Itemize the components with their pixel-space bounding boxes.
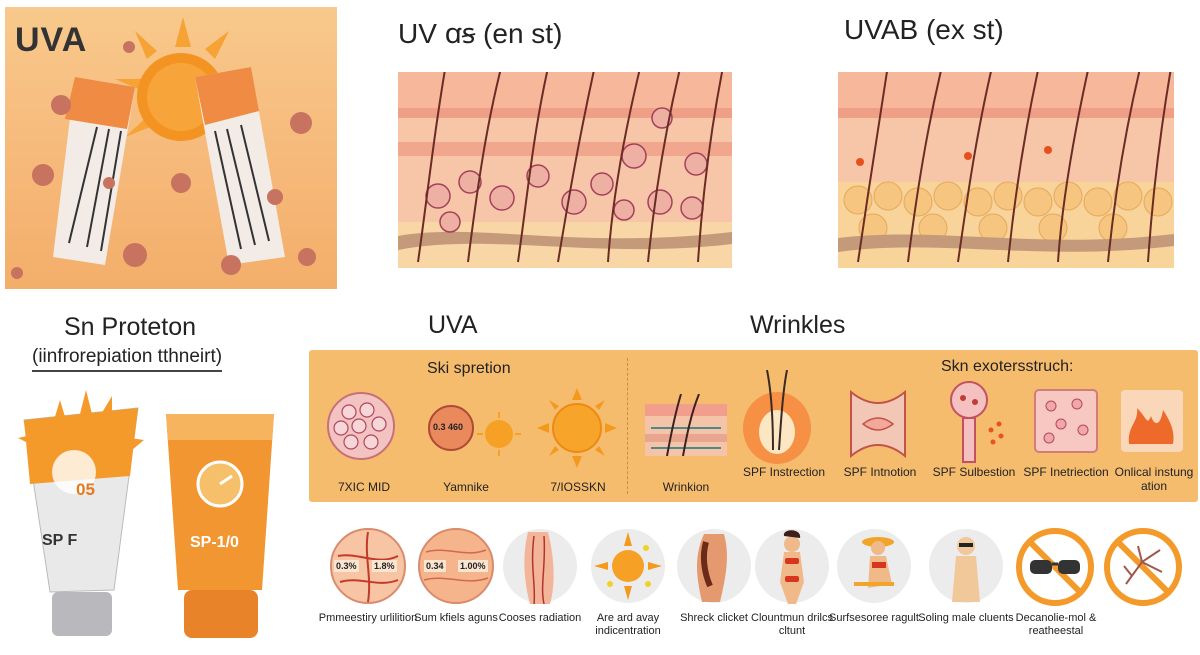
damaged-tissue-icon [850,389,906,459]
uva-panel: UVA [5,7,337,289]
cells-circle-icon [327,392,395,460]
band-divider [627,358,628,494]
sunburst-splash-icon [591,529,665,603]
band-item-label-7: SPF Sulbestion [932,465,1016,479]
no-sunglasses-icon [1016,528,1094,606]
bottom-label-2: Sum kfiels aguns [414,612,498,624]
skin-cells-square-icon [1034,389,1098,453]
band-item-label-3: 7/IOSSKN [550,480,606,494]
bottom-label-1: Pmmeestiry urlilition [318,612,418,624]
skin-layer-circle-icon [330,528,406,604]
uvab-panel-title: UVAB (ex st) [844,14,1004,45]
band-item-label-1: 7XIC MID [337,480,390,494]
wrinkles-heading: Wrinkles [750,311,846,339]
band-item-label-9: Onlical instung ation [1114,465,1194,493]
uva-panel-title: UVA [15,21,88,59]
uvab-skin-panel [838,41,1174,268]
band-left-label: Ski spretion [427,360,511,377]
skin-layers-icon [645,394,727,457]
band-item-label-2: Yamnike [443,480,489,494]
leg-icon [677,529,751,603]
sunscreen-tube-illustration [18,390,274,638]
sun-icon-2 [537,388,617,468]
skin-cross-section-illustration [398,41,732,268]
damaged-cell-sun-icon [428,405,521,456]
skin-cross-section-illustration-2 [838,41,1174,268]
band-item-label-5: SPF Instrection [742,465,826,479]
band-item-label-4: Wrinkion [662,480,710,494]
hair-follicle-glow-icon [743,370,811,464]
band-right-label: Skn exotersstruch: [941,358,1074,375]
bottom-label-4: Are ard avay indicentration [595,612,661,637]
band-item-label-8: SPF Inetriection [1023,465,1109,479]
follicle-cell-icon [950,381,1004,463]
skin-texture-circle-icon [418,528,494,604]
bottom-label-6: Clountmun drilcs cltunt [751,612,833,637]
no-sunburn-icon [1104,528,1182,606]
bottom-label-9: Decanolie-mol & reatheestal [1015,612,1097,637]
sunbathing-woman-icon [837,529,911,603]
uva-heading: UVA [428,311,478,339]
protection-subtitle: (iinfrorepiation tthneirt) [32,346,223,372]
uvb-skin-panel [398,41,732,268]
woman-bikini-icon [755,529,829,604]
bottom-label-8: Soling male cluents [918,612,1014,624]
band-chip-text: 0.3 460 [433,422,464,432]
protection-title: Sn Proteton [64,313,197,341]
bottom-row: 0.3% 1.8% 0.34 1.00% [312,520,1200,654]
leg-veins-icon [503,529,577,605]
uvb-panel-title: UV ꭤꞩ (en st) [398,18,563,49]
tube2-label: SP-1/0 [190,534,239,551]
bottom-label-3: Cooses radiation [498,612,582,624]
band-item-label-6: SPF Intnotion [843,465,917,479]
flame-icon [1121,390,1183,452]
info-band: Ski spretion Skn exotersstruch: 0.3 460 [309,350,1198,502]
uva-illustration [11,17,316,279]
chip-2b: 1.00% [458,560,488,572]
woman-sunglasses-icon [929,529,1003,603]
sunscreen-tubes: 05 SP F SP-1/0 [0,380,300,650]
chip-2a: 0.34 [424,560,446,572]
bottom-label-7: Surfsesoree ragult [829,612,919,624]
bottom-label-5: Shreck clicket [680,612,748,624]
tube1-label: SP F [42,532,78,549]
tube1-badge: 05 [76,480,95,499]
chip-1a: 0.3% [334,560,359,572]
chip-1b: 1.8% [372,560,397,572]
